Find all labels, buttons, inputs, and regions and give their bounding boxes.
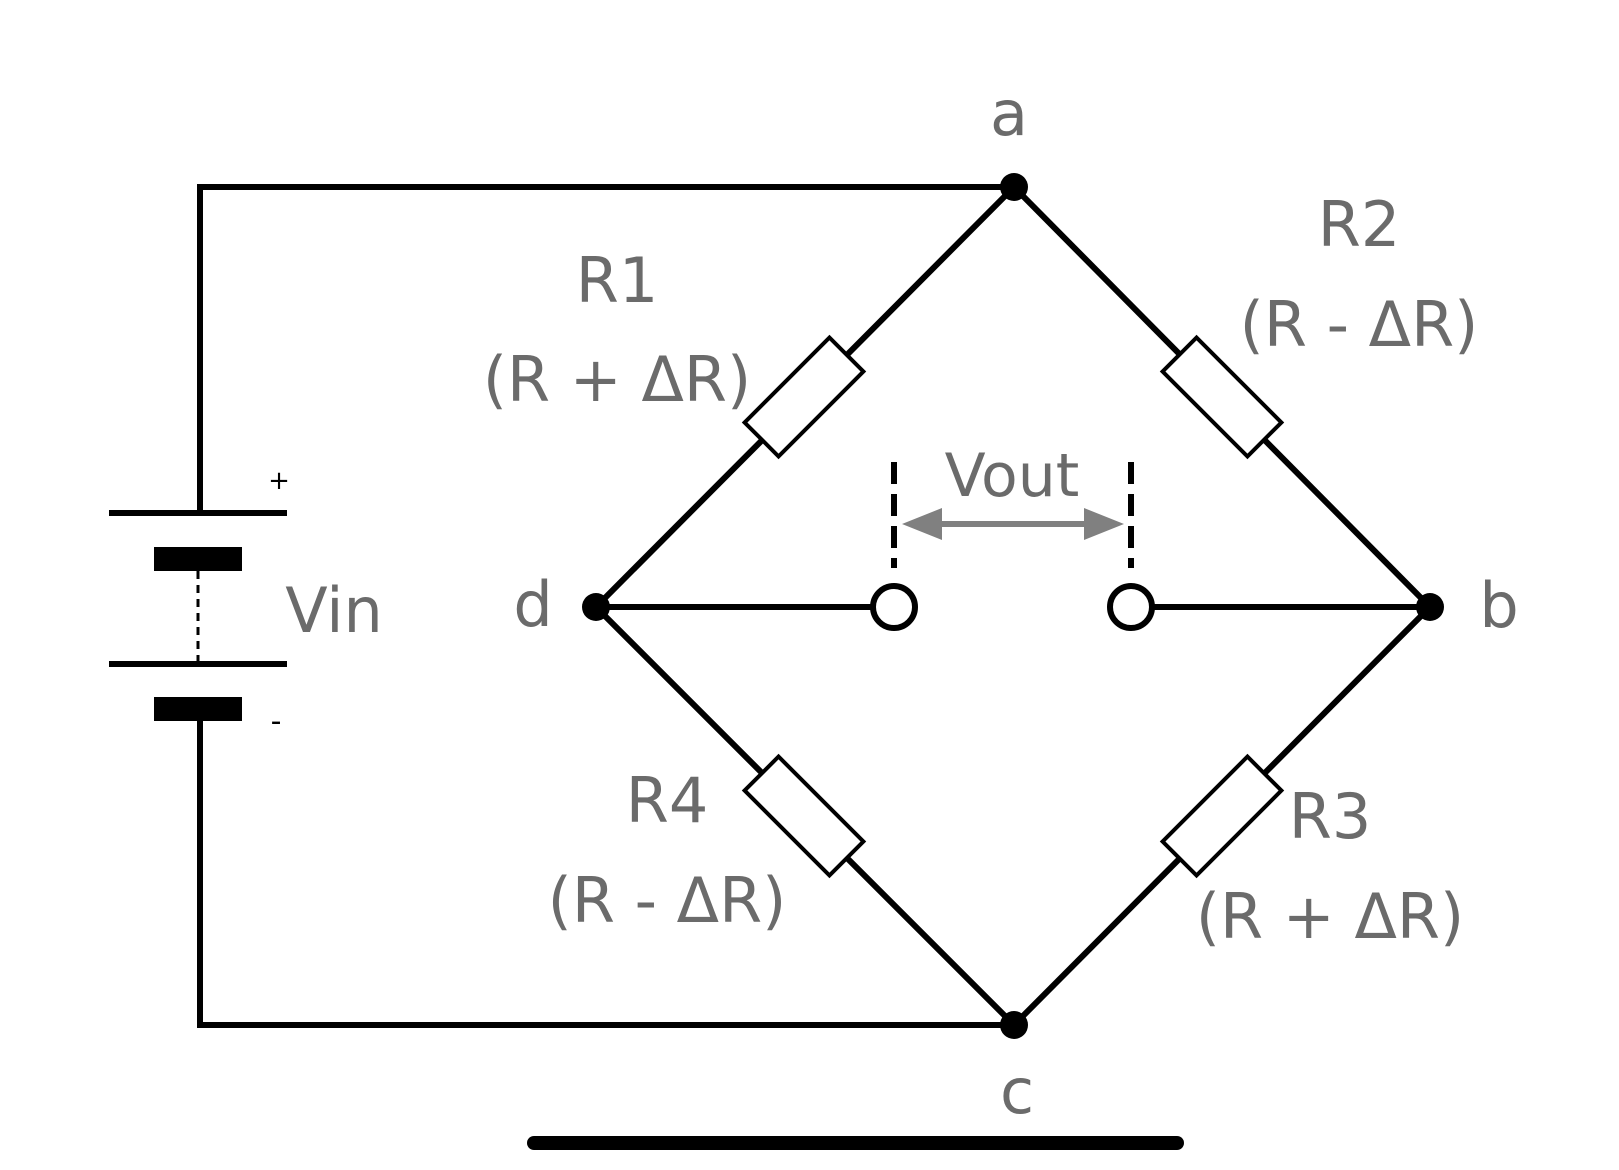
node-label-d: d [513, 568, 552, 641]
resistors [741, 334, 1285, 879]
terminal-right [1107, 583, 1155, 631]
resistor-r4 [741, 753, 867, 879]
resistor-r3 [1159, 753, 1285, 879]
bottom-supply-wire [197, 715, 1017, 1028]
r2-name-label: R2 [1318, 188, 1401, 261]
r3-name-label: R3 [1289, 780, 1372, 853]
bottom-rule [527, 1136, 1184, 1150]
r1-name-label: R1 [576, 244, 659, 317]
battery-minus-sign: - [271, 704, 282, 739]
vout-arrow-head-right [1084, 508, 1124, 540]
vin-label: Vin [285, 574, 383, 647]
node-label-c: c [1000, 1055, 1034, 1128]
resistor-r1 [741, 334, 867, 460]
node-dot-a [1000, 173, 1028, 201]
r2-value-label: (R - ΔR) [1240, 288, 1479, 361]
r4-name-label: R4 [626, 764, 709, 837]
vout-arrow-head-left [902, 508, 942, 540]
node-label-b: b [1479, 569, 1518, 642]
node-label-a: a [990, 77, 1028, 150]
r3-value-label: (R + ΔR) [1196, 880, 1464, 953]
node-dot-b [1416, 593, 1444, 621]
supply-wires [197, 184, 1017, 1028]
top-supply-wire [197, 184, 1017, 515]
resistor-r2 [1159, 334, 1285, 460]
vout-label: Vout [945, 441, 1080, 511]
node-dots [582, 173, 1444, 1039]
battery-symbol [109, 510, 287, 721]
terminal-left [870, 583, 918, 631]
r1-value-label: (R + ΔR) [483, 343, 751, 416]
node-dot-d [582, 593, 610, 621]
battery-plus-sign: + [268, 466, 290, 496]
output-terminals [593, 462, 1433, 631]
node-dot-c [1000, 1011, 1028, 1039]
battery-cell-2 [154, 697, 242, 721]
r4-value-label: (R - ΔR) [548, 864, 787, 937]
vout-arrow [902, 508, 1124, 540]
battery-cell-1 [154, 547, 242, 571]
